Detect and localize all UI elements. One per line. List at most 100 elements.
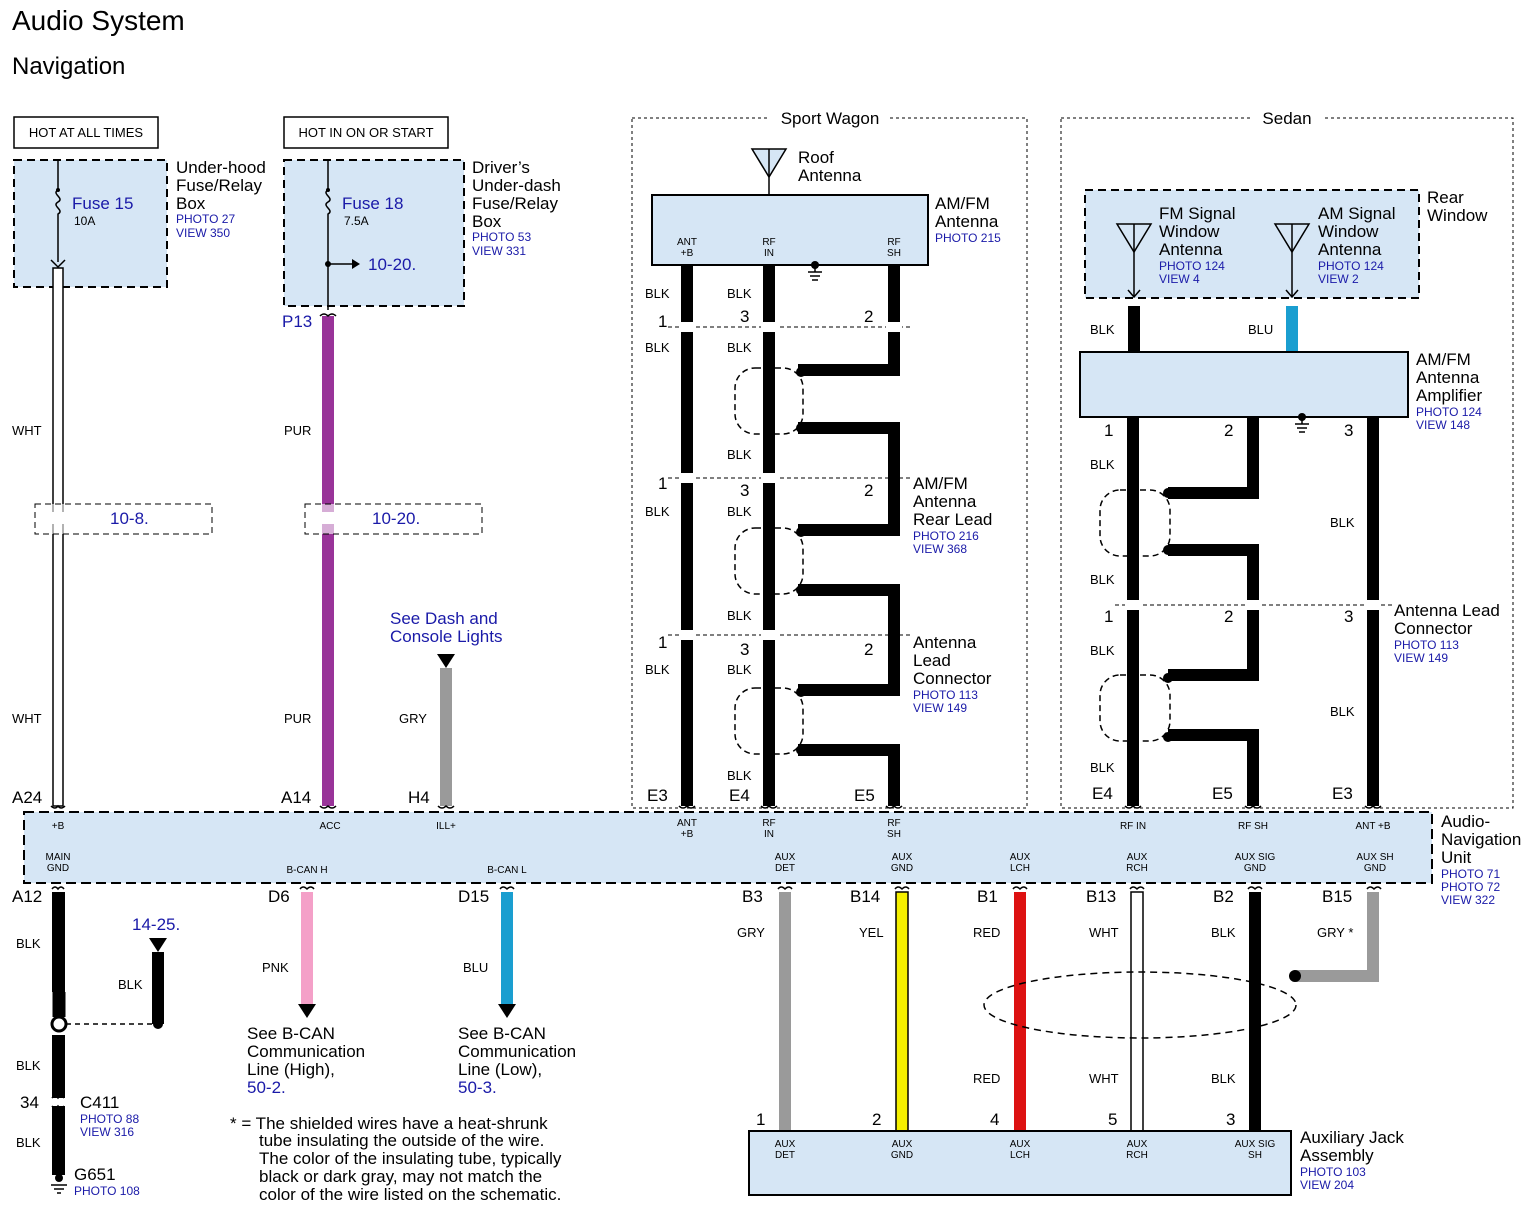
sedan-blk-top: BLK	[1090, 322, 1115, 337]
rear-window-box	[1084, 189, 1420, 299]
page-subtitle: Navigation	[12, 53, 125, 80]
note-line-1: * = The shielded wires have a heat-shrun…	[230, 1114, 548, 1133]
unit-pin-auxsig-1: AUX SIG	[1235, 852, 1276, 863]
wht-aux-label-1: WHT	[1089, 925, 1119, 940]
hot-at-all-times-box	[13, 116, 159, 149]
pin-d15: D15	[458, 887, 489, 906]
rear-lead-label-1: AM/FM	[913, 474, 968, 493]
sedan-e3: E3	[1332, 784, 1353, 803]
pin-b2: B2	[1213, 887, 1234, 906]
amp-ground-icon	[1295, 413, 1309, 433]
wire-red-aux-lch	[1014, 892, 1026, 1132]
sedan-lead-label-2: Connector	[1394, 619, 1473, 638]
bcanh-ref[interactable]: 50-2.	[247, 1078, 286, 1097]
sw-pin-1c: 1	[658, 633, 667, 652]
am-photo: PHOTO 124	[1318, 259, 1384, 273]
wire-blk-14-25	[152, 952, 164, 1024]
am-view: VIEW 2	[1318, 272, 1359, 286]
swa-pin-antb-2: +B	[681, 248, 694, 259]
pin-a12: A12	[12, 887, 42, 906]
sedan-blu-top: BLU	[1248, 322, 1273, 337]
yel-label: YEL	[859, 925, 884, 940]
unit-pin-auxsig-2: GND	[1244, 863, 1266, 874]
blk-aux-label-1: BLK	[1211, 925, 1236, 940]
blk-main-3: BLK	[16, 1135, 41, 1150]
unit-pin-b: +B	[52, 821, 65, 832]
unit-view-322: VIEW 322	[1441, 893, 1495, 907]
sedan-blk-5: BLK	[1330, 515, 1355, 530]
wire-wht-power	[52, 267, 64, 807]
unit-pin-ill: ILL+	[436, 821, 456, 832]
wht-aux-label-2: WHT	[1089, 1071, 1119, 1086]
ref-14-25[interactable]: 14-25.	[132, 915, 180, 934]
unit-pin-bcanh: B-CAN H	[286, 865, 327, 876]
fuse15-symbol	[55, 160, 61, 262]
underdash-view: VIEW 331	[472, 244, 526, 258]
sw-blk-10: BLK	[727, 662, 752, 677]
bcanh-label-1: See B-CAN	[247, 1024, 335, 1043]
hot-in-on-box	[283, 116, 449, 149]
swa-pin-rfsh-1: RF	[887, 237, 900, 248]
amp-view: VIEW 148	[1416, 418, 1470, 432]
pur-label-1: PUR	[284, 423, 311, 438]
wire-pnk-bcanh	[301, 892, 313, 1004]
sw-pin-3a: 3	[740, 307, 749, 326]
unit-photo-71: PHOTO 71	[1441, 867, 1500, 881]
ref-10-20-b[interactable]: 10-20.	[372, 509, 420, 528]
bcanl-ref[interactable]: 50-3.	[458, 1078, 497, 1097]
antenna-amplifier-box	[1079, 351, 1409, 418]
blk-14-25: BLK	[118, 977, 143, 992]
jack-pin-det-2: DET	[775, 1150, 795, 1161]
wht-label-1: WHT	[12, 423, 42, 438]
sport-wagon-wires	[681, 265, 900, 806]
underhood-fuse-box	[13, 159, 168, 288]
underdash-fuse-box	[283, 159, 465, 307]
page-title: Audio System	[12, 5, 185, 36]
wire-blk-main-gnd	[52, 892, 65, 992]
sedan-lead-view: VIEW 149	[1394, 651, 1448, 665]
rear-window-label-2: Window	[1427, 206, 1488, 225]
dash-lights-ref-2[interactable]: Console Lights	[390, 627, 502, 646]
dash-lights-ref-1[interactable]: See Dash and	[390, 609, 498, 628]
unit-pin-auxlch-2: LCH	[1010, 863, 1030, 874]
sedan-lead-label-1: Antenna Lead	[1394, 601, 1500, 620]
splice-point	[50, 1015, 68, 1033]
jack-label-1: Auxiliary Jack	[1300, 1128, 1404, 1147]
sport-wagon-frame	[631, 117, 1028, 809]
jack-pin-lch-1: AUX	[1010, 1139, 1031, 1150]
sw-blk-6: BLK	[645, 504, 670, 519]
note-line-5: color of the wire listed on the schemati…	[259, 1185, 561, 1204]
hot-at-all-times-label: HOT AT ALL TIMES	[29, 125, 143, 140]
swa-pin-rfsh-2: SH	[887, 248, 901, 259]
aux-jack-box	[748, 1130, 1292, 1196]
sw-e3: E3	[647, 786, 668, 805]
jack-pin-gnd-1: AUX	[892, 1139, 913, 1150]
unit-pin-auxrch-1: AUX	[1127, 852, 1148, 863]
wht-label-2: WHT	[12, 711, 42, 726]
sedan-pin-3b: 3	[1344, 607, 1353, 626]
bcanl-label-1: See B-CAN	[458, 1024, 546, 1043]
fm-label-2: Window	[1159, 222, 1220, 241]
jack-pin-gnd-2: GND	[891, 1150, 913, 1161]
pin-b15: B15	[1322, 887, 1352, 906]
blu-label: BLU	[463, 960, 488, 975]
sw-lead-label-3: Connector	[913, 669, 992, 688]
sw-blk-3: BLK	[645, 340, 670, 355]
unit-pin-auxlch-1: AUX	[1010, 852, 1031, 863]
swa-pin-rfin-2: IN	[764, 248, 774, 259]
pin-a14: A14	[281, 788, 311, 807]
amfm-antenna-box	[651, 194, 929, 266]
am-label-3: Antenna	[1318, 240, 1382, 259]
unit-pin-acc: ACC	[319, 821, 340, 832]
note-line-3: The color of the insulating tube, typica…	[259, 1149, 562, 1168]
bcanh-label-2: Communication	[247, 1042, 365, 1061]
jack-photo: PHOTO 103	[1300, 1165, 1366, 1179]
sedan-connector-break	[1115, 600, 1395, 610]
ref-10-20-a[interactable]: 10-20.	[368, 255, 416, 274]
sedan-title: Sedan	[1262, 109, 1311, 128]
gry-aux-label: GRY	[737, 925, 765, 940]
pin-b13: B13	[1086, 887, 1116, 906]
sedan-frame	[1060, 117, 1514, 809]
sedan-e5: E5	[1212, 784, 1233, 803]
ref-10-8[interactable]: 10-8.	[110, 509, 149, 528]
